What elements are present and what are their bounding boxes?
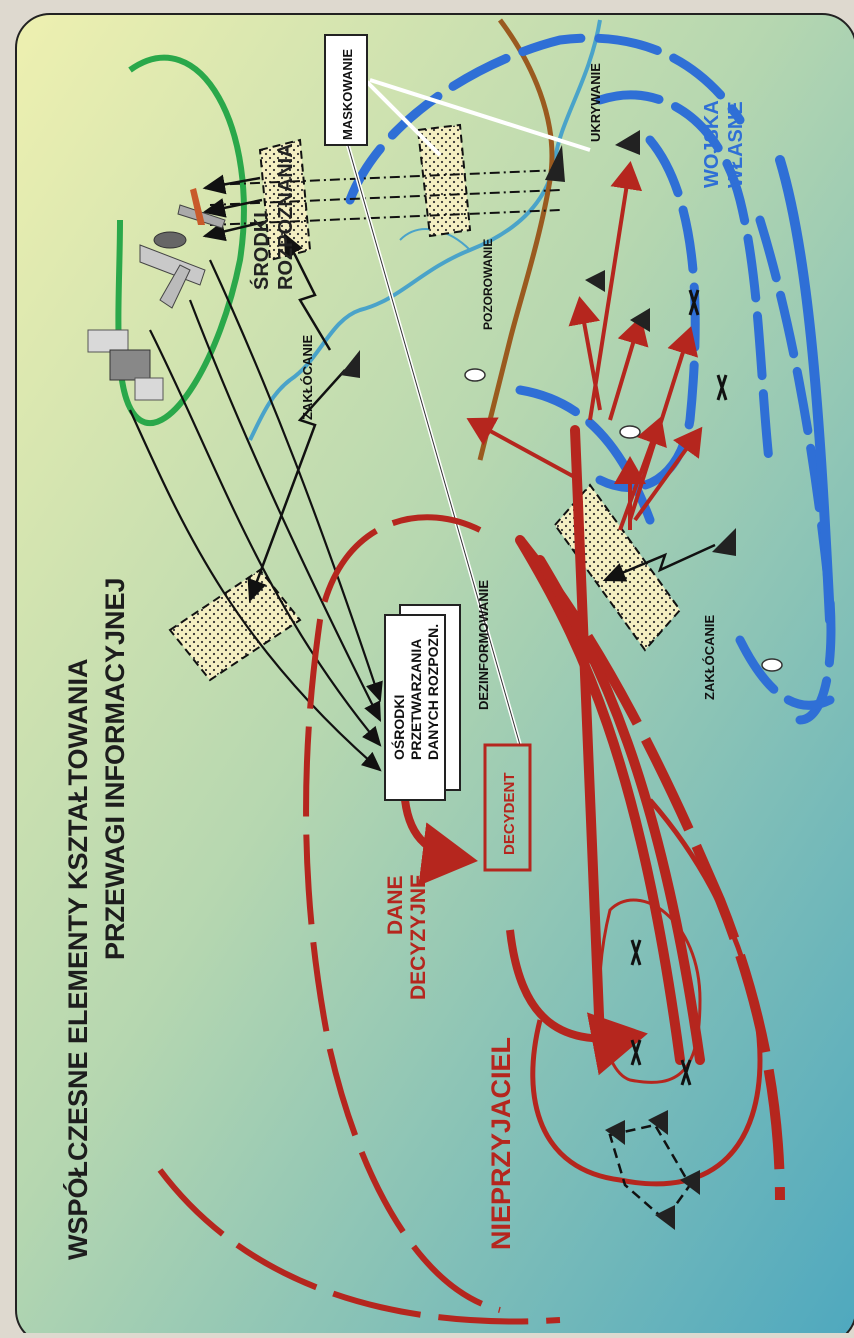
title-line-1: WSPÓŁCZESNE ELEMENTY KSZTAŁTOWANIA: [62, 658, 93, 1260]
disinformation-outline: [344, 134, 521, 746]
satellite-icon: [87, 329, 164, 401]
sensor-arrows: [202, 174, 265, 242]
label-dezinformowanie: DEZINFORMOWANIE: [476, 580, 491, 710]
reconnaissance-assets: [87, 188, 226, 401]
jamming-signal-right: [602, 543, 716, 582]
label-srodki-2: ROZPOZNANIA: [275, 143, 297, 290]
label-srodki-1: ŚRODKI: [249, 212, 273, 290]
label-ukrywanie: UKRYWANIE: [588, 63, 603, 142]
processing-center-box: [384, 604, 461, 801]
enemy-formation: [608, 1123, 692, 1222]
x-markers: [630, 289, 728, 1086]
label-zaklocanie-right: ZAKŁÓCANIE: [702, 614, 717, 700]
road: [477, 18, 555, 461]
own-unit-icon: [585, 270, 605, 292]
label-zaklocanie-top: ZAKŁÓCANIE: [300, 334, 315, 420]
label-decydent: DECYDENT: [501, 772, 518, 855]
data-flow-arrows: [128, 259, 383, 772]
label-pozorowanie: POZOROWANIE: [481, 239, 495, 330]
label-nieprzyjaciel: NIEPRZYJACIEL: [486, 1037, 516, 1250]
unit-markers: [585, 130, 700, 1230]
label-dane-1: DANE: [384, 875, 407, 935]
title-line-2: PRZEWAGI INFORMACYJNEJ: [100, 577, 130, 960]
label-wojska-2: WŁASNE: [725, 101, 747, 188]
dane-decyzyjne-arrow: [506, 929, 648, 1076]
own-forces-line: [775, 155, 835, 625]
sight-lines: [209, 169, 561, 226]
label-osrodki-3: DANYCH ROZPOZN.: [425, 624, 441, 760]
jet-aircraft-icon: [177, 188, 226, 229]
enemy-contours: [157, 514, 785, 1325]
jammer-icon: [340, 145, 736, 556]
label-dane-2: DECYZYJNE: [407, 874, 430, 1000]
screen-top-center: [416, 123, 472, 238]
jamming-signal-top: [283, 232, 332, 351]
river: [248, 19, 602, 441]
maskowanie-box: [324, 34, 368, 146]
enemy-attack-arrows: [466, 161, 703, 531]
label-maskowanie: MASKOWANIE: [340, 49, 355, 140]
awacs-aircraft-icon: [139, 231, 206, 309]
screen-top-left: [258, 138, 312, 262]
screen-bottom-left: [168, 568, 302, 682]
jamming-signal-bottom: [247, 369, 346, 603]
enemy-movement-arrows: [515, 425, 705, 1065]
label-osrodki-1: OŚRODKI: [390, 695, 407, 760]
processing-to-decydent-arrow: [401, 799, 478, 886]
enemy-unit-icon: [655, 1205, 675, 1230]
radar-icon: [464, 368, 783, 672]
enemy-unit-icon: [648, 1110, 668, 1135]
label-wojska-1: WOJSKA: [701, 100, 723, 188]
label-osrodki-2: PRZETWARZANIA: [408, 639, 424, 760]
enemy-unit-icon: [680, 1170, 700, 1195]
enemy-unit-icon: [605, 1120, 625, 1145]
own-unit-icon: [630, 308, 650, 332]
own-unit-icon: [615, 130, 640, 155]
decydent-box: [483, 743, 532, 872]
